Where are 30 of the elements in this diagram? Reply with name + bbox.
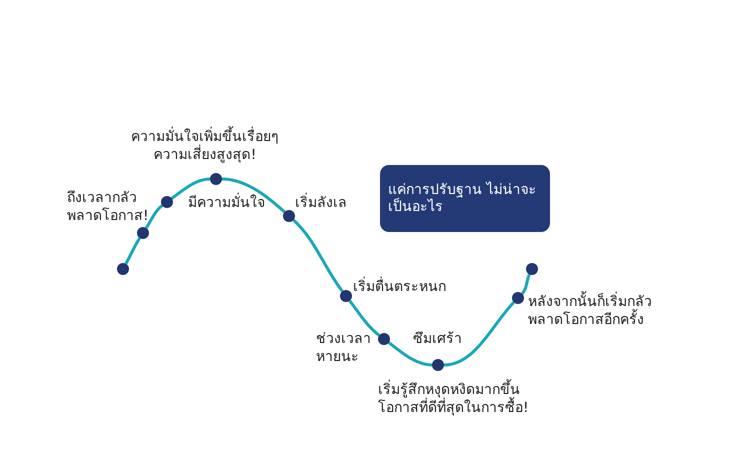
curve-segment — [348, 300, 380, 337]
stage-label: ช่วงเวลาหายนะ — [316, 330, 372, 366]
curve-segment — [292, 218, 344, 292]
curve-point — [378, 333, 390, 345]
curve-point — [137, 227, 149, 239]
stage-label: มีความมั่นใจ — [188, 194, 265, 212]
stage-label: ความมั่นใจเพิ่มขึ้นเรื่อยๆ ความเสี่ยงสูงสุด! — [120, 128, 290, 164]
curve-point — [432, 359, 444, 371]
curve-segment — [145, 204, 164, 229]
curve-point — [526, 263, 538, 275]
curve-segment — [222, 178, 286, 214]
curve-segment — [124, 237, 141, 264]
curve-segment — [444, 301, 515, 366]
note-box — [380, 165, 550, 232]
curve-segment — [388, 341, 432, 366]
curve-point — [117, 263, 129, 275]
curve-point — [161, 196, 173, 208]
curve-point — [210, 173, 222, 185]
stage-label: เริ่มลังเล — [295, 194, 347, 212]
curve-segment — [521, 274, 531, 295]
note-text: แค่การปรับฐาน ไม่น่าจะเป็นอะไร — [388, 182, 538, 216]
curve-point — [512, 292, 524, 304]
curve-point — [283, 210, 295, 222]
stage-label: เริ่มรู้สึกหงุดหงิดมากขึ้น โอกาสที่ดีที่สุดในการซื้อ! — [378, 381, 530, 417]
curve-point — [340, 290, 352, 302]
curve-segment — [170, 178, 210, 200]
stage-label: หลังจากนั้นก็เริ่มกลัวพลาดโอกาสอีกครั้ง — [528, 293, 662, 329]
stage-label: ถึงเวลากลัวพลาดโอกาส! — [67, 189, 150, 225]
stage-label: เริ่มตื่นตระหนก — [353, 278, 446, 296]
stage-label: ซึมเศร้า — [413, 330, 462, 348]
